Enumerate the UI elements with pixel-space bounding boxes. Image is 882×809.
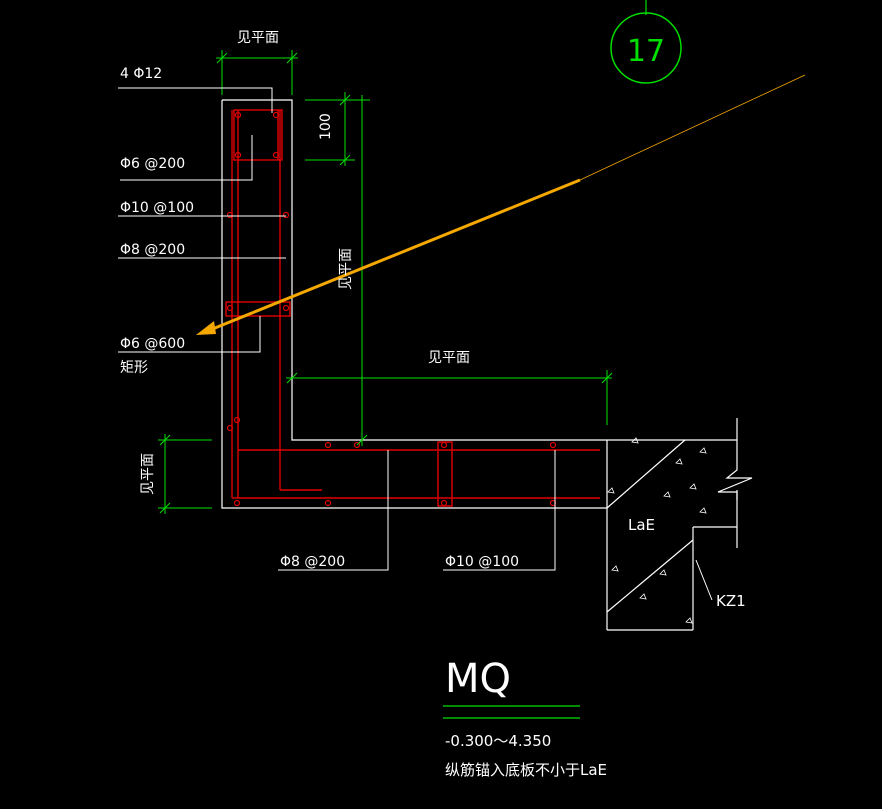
rebar-top-label: 4 Φ12: [120, 66, 162, 82]
stirrup-top-label: Φ6 @200: [120, 156, 185, 172]
horizontal-dimension-label: 见平面: [428, 350, 470, 366]
column-label: KZ1: [716, 592, 746, 610]
concrete-outline: [221, 99, 753, 631]
rebar-8-200-label: Φ8 @200: [120, 242, 185, 258]
rebar-dots: [226, 111, 557, 507]
elevation-range: -0.300～4.350: [445, 732, 551, 750]
axis-circle: [610, 12, 682, 84]
bottom-rebar-10-100-label: Φ10 @100: [445, 554, 519, 570]
rebar-lines: [225, 109, 600, 507]
leader-lines: [118, 87, 713, 719]
wall-name-title: MQ: [445, 656, 511, 702]
orange-arrow: [196, 74, 806, 335]
rebar-10-100-label: Φ10 @100: [120, 200, 194, 216]
top-dimension-label: 见平面: [237, 30, 279, 46]
dimension-100-label: 100: [318, 113, 334, 140]
concrete-hatch: [607, 437, 707, 624]
tie-label: Φ6 @600: [120, 336, 185, 352]
bottom-rebar-8-200-label: Φ8 @200: [280, 554, 345, 570]
axis-number: 17: [627, 34, 665, 69]
lae-label: LaE: [628, 516, 655, 534]
left-vertical-dimension-label: 见平面: [140, 453, 156, 495]
anchorage-note: 纵筋锚入底板不小于LaE: [445, 761, 607, 779]
dimension-lines: [158, 50, 613, 514]
right-vertical-dimension-label: 见平面: [338, 248, 354, 290]
tie-shape-label: 矩形: [120, 360, 148, 376]
axis-bubble: 17: [610, 0, 682, 84]
